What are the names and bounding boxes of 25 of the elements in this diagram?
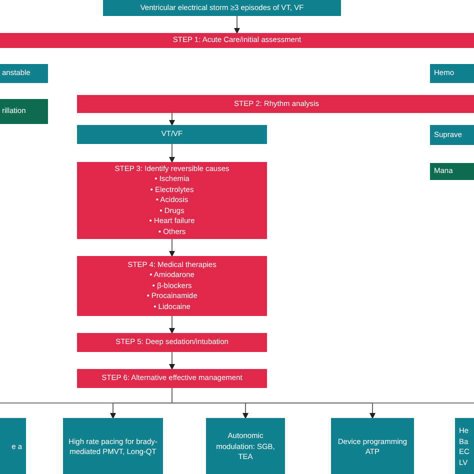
arrow [234, 16, 240, 34]
condition-box [430, 64, 474, 83]
action-box [430, 163, 474, 180]
therapy-box [0, 418, 26, 474]
step-box [77, 369, 267, 388]
arrow [169, 352, 175, 370]
therapy-box [206, 418, 285, 474]
therapy-box [331, 418, 414, 474]
step-box [77, 333, 267, 352]
arrow [169, 144, 175, 163]
step-box [77, 256, 267, 316]
arrow [169, 316, 175, 334]
condition-box [0, 64, 48, 83]
arrow [172, 388, 376, 419]
start-box [103, 0, 341, 16]
therapy-box [455, 418, 474, 474]
step-bar [0, 33, 474, 48]
arrow [169, 238, 175, 257]
condition-box [430, 125, 474, 145]
step-box [77, 162, 267, 239]
therapy-box [63, 418, 163, 474]
action-box [0, 99, 48, 124]
rhythm-box [77, 125, 267, 144]
arrow [169, 112, 175, 126]
step-bar [77, 95, 474, 113]
